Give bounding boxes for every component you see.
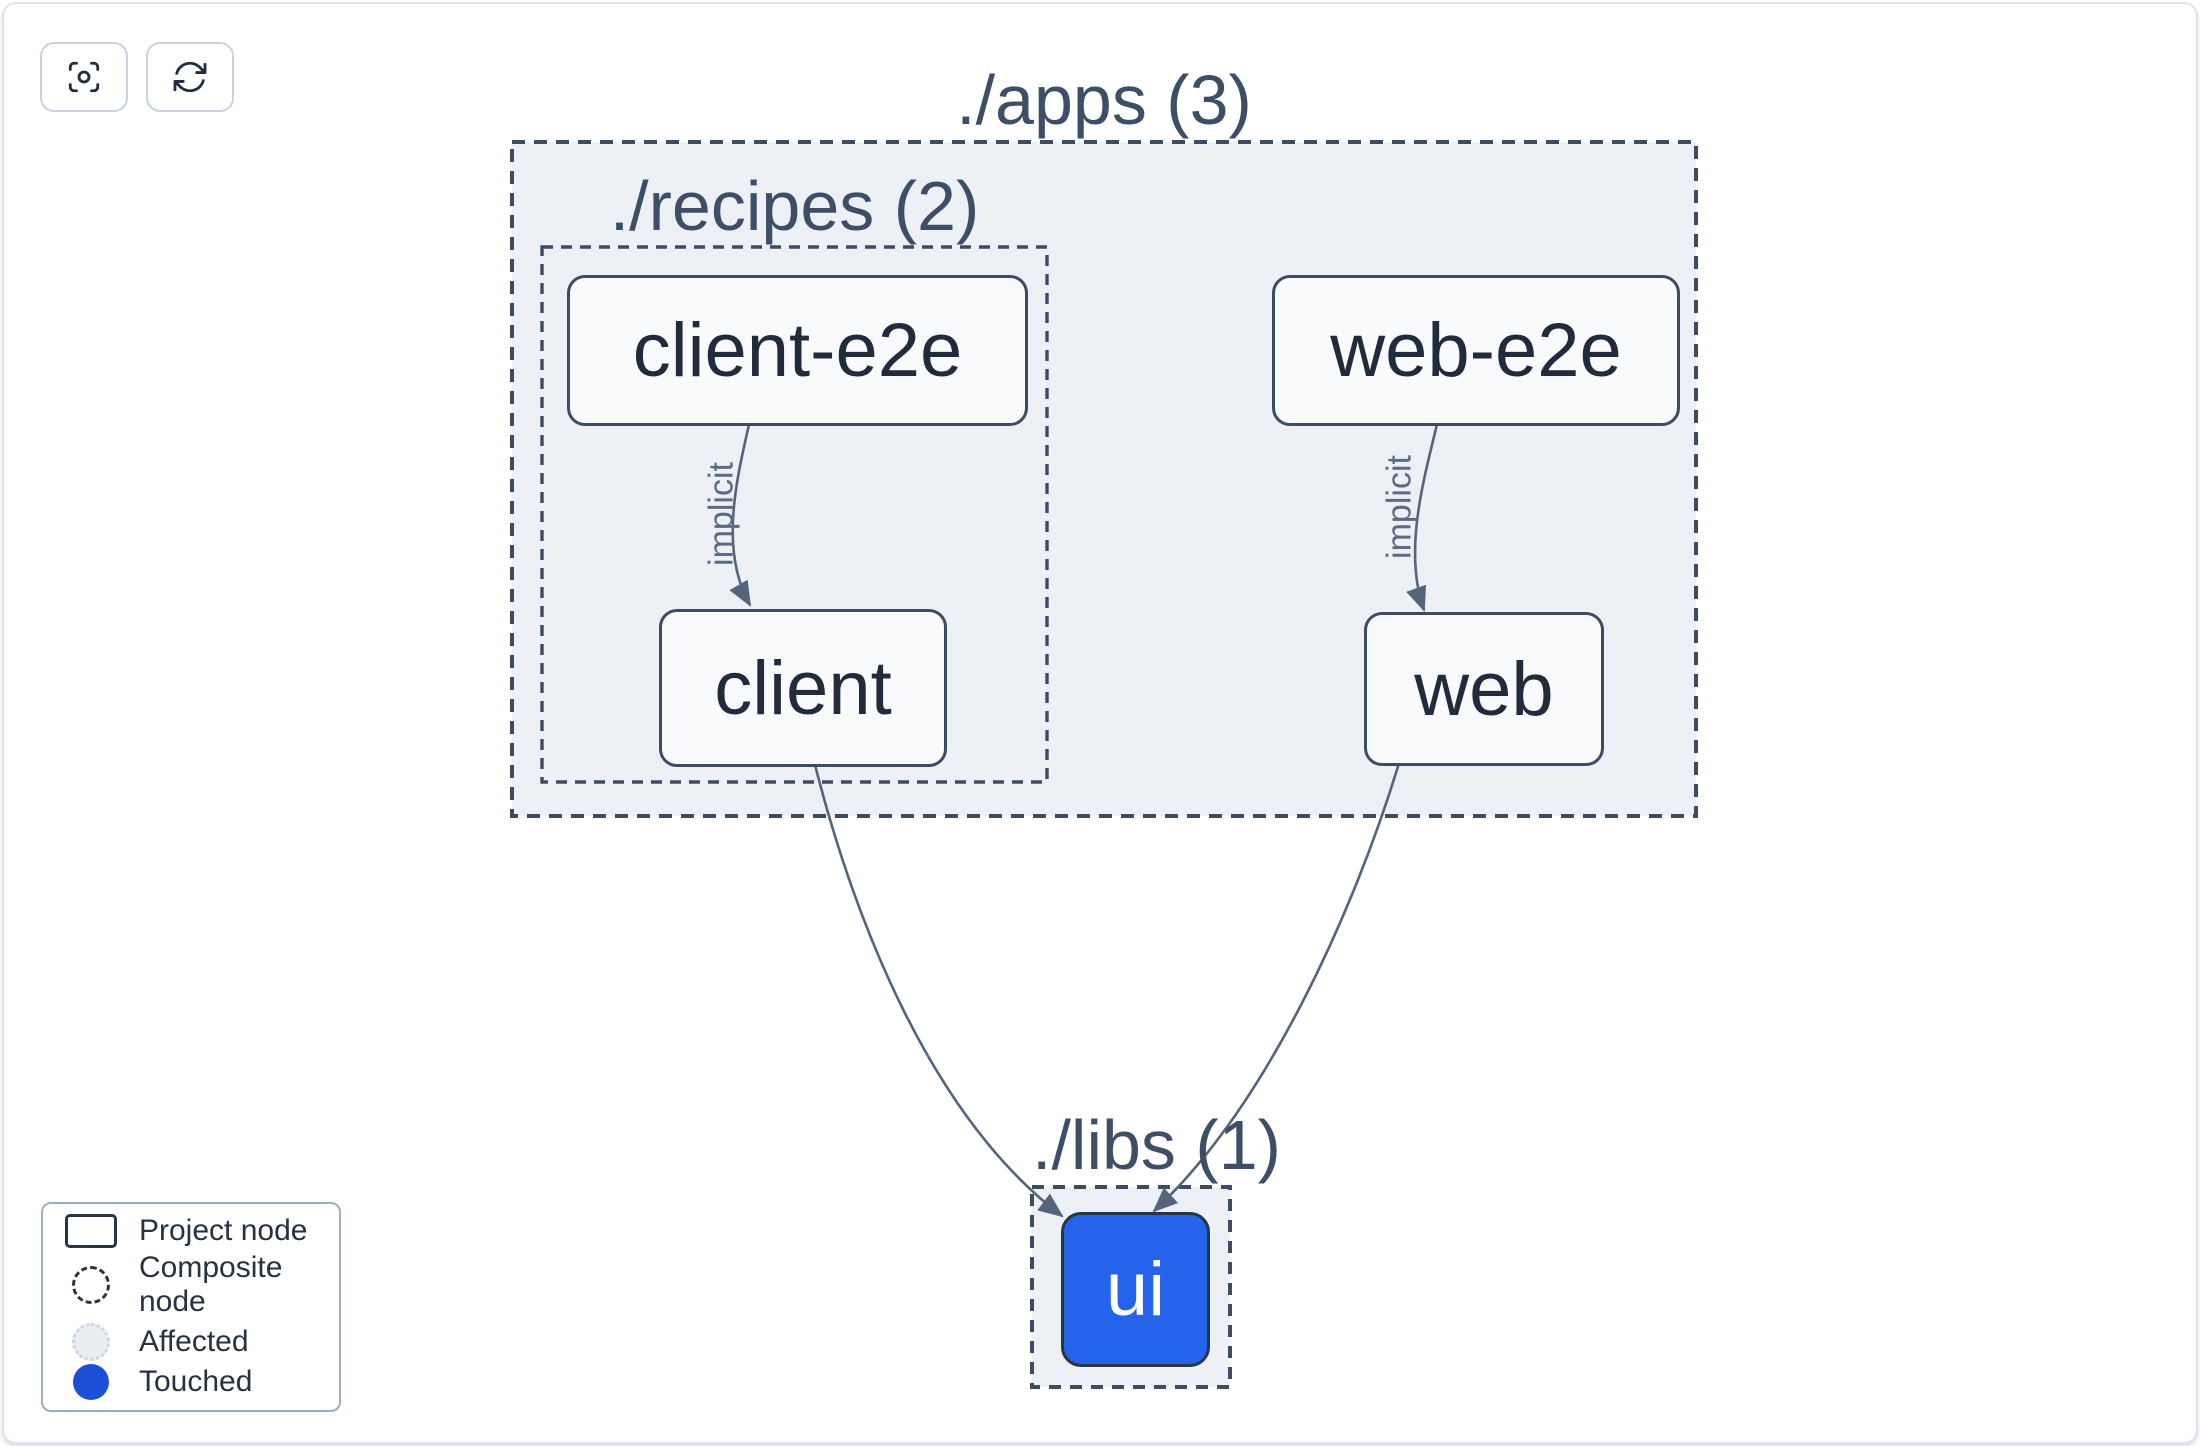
- edge-label-implicit-client[interactable]: implicit: [702, 462, 741, 566]
- touched-swatch-icon: [43, 1364, 139, 1401]
- focus-icon: [68, 61, 100, 93]
- legend-item-touched: Touched: [43, 1364, 339, 1401]
- legend-label: Touched: [139, 1365, 253, 1399]
- legend-item-project-node: Project node: [43, 1213, 339, 1248]
- node-label: web: [1414, 646, 1554, 732]
- legend-label: Affected: [139, 1324, 249, 1358]
- composite-node-swatch-icon: [43, 1266, 139, 1305]
- refresh-icon: [173, 61, 207, 93]
- legend-label: Project node: [139, 1213, 308, 1247]
- legend-label: Composite node: [139, 1251, 283, 1319]
- node-web[interactable]: web: [1364, 612, 1604, 766]
- edge-client-ui[interactable]: [812, 760, 1064, 1218]
- node-label: client: [714, 645, 892, 731]
- node-client-e2e[interactable]: client-e2e: [567, 275, 1028, 426]
- legend-item-composite-node: Composite node: [43, 1251, 339, 1319]
- edge-web-ui[interactable]: [1152, 759, 1402, 1213]
- legend-item-affected: Affected: [43, 1322, 339, 1361]
- node-label: client-e2e: [632, 308, 963, 393]
- toolbar: [40, 42, 234, 112]
- center-graph-button[interactable]: [40, 42, 128, 112]
- project-node-swatch-icon: [43, 1213, 139, 1248]
- edge-label-implicit-web[interactable]: implicit: [1380, 455, 1419, 559]
- node-client[interactable]: client: [659, 609, 947, 767]
- refresh-graph-button[interactable]: [146, 42, 234, 112]
- node-ui[interactable]: ui: [1061, 1212, 1210, 1367]
- edge-cliente2e-client[interactable]: [729, 419, 752, 607]
- node-label: ui: [1105, 1247, 1166, 1332]
- edge-webe2e-web[interactable]: [1406, 419, 1440, 612]
- node-web-e2e[interactable]: web-e2e: [1272, 275, 1680, 426]
- group-label-libs[interactable]: ./libs (1): [1032, 1106, 1281, 1184]
- node-label: web-e2e: [1330, 308, 1622, 393]
- group-label-recipes[interactable]: ./recipes (2): [609, 167, 980, 245]
- group-label-apps[interactable]: ./apps (3): [956, 61, 1252, 139]
- affected-swatch-icon: [43, 1322, 139, 1361]
- legend: Project node Composite node Affected Tou…: [41, 1202, 341, 1412]
